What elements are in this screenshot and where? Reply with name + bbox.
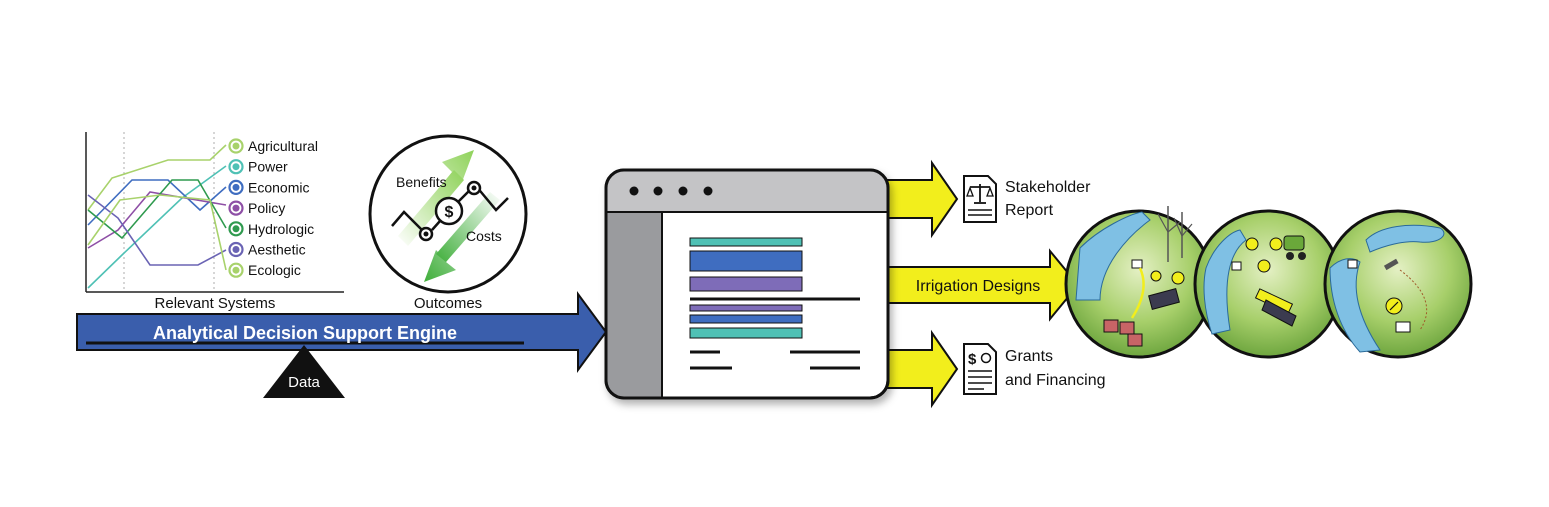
systems-chart: AgriculturalPowerEconomicPolicyHydrologi… bbox=[85, 132, 344, 312]
costs-label: Costs bbox=[466, 228, 502, 244]
data-fulcrum: Data bbox=[263, 345, 345, 398]
systems-legend: AgriculturalPowerEconomicPolicyHydrologi… bbox=[228, 138, 318, 278]
window-dot-icon bbox=[653, 186, 663, 196]
grants-label-line2: and Financing bbox=[1005, 372, 1106, 389]
legend-label: Ecologic bbox=[248, 262, 301, 278]
window-dot-icon bbox=[703, 186, 713, 196]
dollar-document-icon: $ bbox=[963, 343, 997, 395]
currency-symbol: $ bbox=[445, 204, 454, 221]
window-dot-icon bbox=[629, 186, 639, 196]
legend-item-hydrologic: Hydrologic bbox=[228, 221, 314, 237]
legend-label: Hydrologic bbox=[248, 221, 314, 237]
legend-label: Agricultural bbox=[248, 138, 318, 154]
scales-document-icon bbox=[963, 175, 997, 223]
report-label-line1: Stakeholder bbox=[1005, 179, 1091, 196]
fulcrum-label: Data bbox=[288, 374, 320, 391]
line-aesthetic bbox=[87, 194, 227, 266]
legend-label: Policy bbox=[248, 200, 285, 216]
line-hydrologic bbox=[87, 179, 227, 240]
legend-item-power: Power bbox=[228, 159, 288, 175]
legend-label: Economic bbox=[248, 179, 309, 195]
line-power bbox=[87, 165, 227, 289]
dollar-coin-icon bbox=[434, 196, 464, 226]
engine-label: Analytical Decision Support Engine bbox=[153, 323, 457, 343]
line-agricultural bbox=[87, 144, 227, 211]
outcomes-panel: $ Benefits Costs Outcomes bbox=[368, 134, 528, 312]
landscape-scene-1 bbox=[1064, 206, 1214, 359]
output-arrows: Irrigation Designs bbox=[871, 159, 1080, 409]
outcomes-caption: Outcomes bbox=[414, 295, 482, 312]
line-economic bbox=[87, 179, 227, 226]
report-window bbox=[604, 168, 890, 400]
window-dot-icon bbox=[678, 186, 688, 196]
engine-arrow: Analytical Decision Support Engine bbox=[76, 290, 608, 374]
legend-item-policy: Policy bbox=[228, 200, 285, 216]
landscape-scene-2 bbox=[1193, 209, 1343, 359]
systems-caption: Relevant Systems bbox=[155, 295, 276, 312]
report-label-line2: Report bbox=[1005, 202, 1054, 219]
report-output: Stakeholder Report bbox=[963, 175, 1091, 223]
irrigation-arrow bbox=[871, 248, 1080, 322]
legend-item-aesthetic: Aesthetic bbox=[228, 242, 306, 258]
irrigation-label: Irrigation Designs bbox=[916, 278, 1041, 295]
legend-item-economic: Economic bbox=[228, 179, 309, 195]
grants-icon-symbol: $ bbox=[968, 351, 977, 368]
landscape-scene-3 bbox=[1323, 209, 1473, 359]
line-ecologic bbox=[87, 194, 227, 271]
benefits-label: Benefits bbox=[396, 174, 447, 190]
grants-label-line1: Grants bbox=[1005, 348, 1053, 365]
legend-label: Power bbox=[248, 159, 288, 175]
legend-item-ecologic: Ecologic bbox=[228, 262, 301, 278]
legend-label: Aesthetic bbox=[248, 242, 306, 258]
legend-item-agricultural: Agricultural bbox=[228, 138, 318, 154]
irrigation-landscape-icon bbox=[1064, 206, 1473, 359]
line-policy bbox=[87, 191, 227, 249]
grants-output: $ Grants and Financing bbox=[963, 343, 1106, 395]
